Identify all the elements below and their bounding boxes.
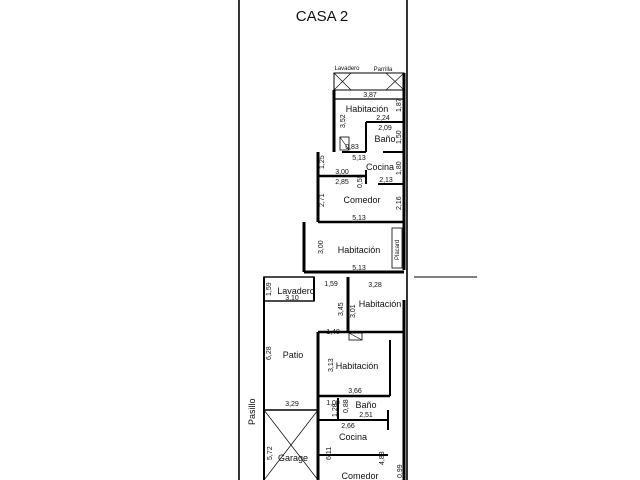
- dim-2-16: 2,16: [396, 196, 403, 210]
- walls-upper: [302, 72, 406, 274]
- dim-2-13: 2,13: [379, 177, 393, 184]
- label-parrilla: Parrilla: [374, 67, 393, 73]
- dimension-labels: 3,87 1,87 3,52 2,24 2,09 1,50 0,83 5,13 …: [266, 92, 404, 478]
- dim-5-13-a: 5,13: [352, 155, 366, 162]
- label-cocina-1: Cocina: [366, 162, 394, 172]
- label-habitacion-3: Habitación: [359, 299, 402, 309]
- dim-2-24: 2,24: [376, 115, 390, 122]
- dim-2-09: 2,09: [378, 125, 392, 132]
- label-lavadero-bottom: Lavadero: [277, 286, 315, 296]
- dim-5-13-c: 5,13: [352, 265, 366, 272]
- label-habitacion-4: Habitación: [336, 361, 379, 371]
- dim-1-59-b: 1,59: [324, 281, 338, 288]
- label-cocina-2: Cocina: [339, 432, 367, 442]
- dim-3-10: 3,10: [285, 295, 299, 302]
- dim-1-28: 1,28: [332, 403, 339, 417]
- dim-3-52: 3,52: [340, 114, 347, 128]
- dim-1-25: 1,25: [319, 155, 326, 169]
- dim-0-88: 0,88: [343, 399, 350, 413]
- plan-title: CASA 2: [296, 8, 349, 25]
- dim-2-71: 2,71: [319, 193, 326, 207]
- dim-5-13-b: 5,13: [352, 215, 366, 222]
- label-habitacion-2: Habitación: [338, 245, 381, 255]
- dim-5-72: 5,72: [267, 446, 274, 460]
- dim-1-50: 1,50: [396, 130, 403, 144]
- dim-1-00: 1,00: [326, 400, 340, 407]
- dim-3-28: 3,28: [368, 282, 382, 289]
- dim-3-00-a: 3,00: [335, 169, 349, 176]
- dim-3-45: 3,45: [338, 302, 345, 316]
- dim-3-29: 3,29: [285, 401, 299, 408]
- dim-3-13: 3,13: [328, 358, 335, 372]
- dim-1-80: 1,80: [396, 161, 403, 175]
- dim-1-40: 1,40: [326, 329, 340, 336]
- dim-0-55: 0,55: [357, 174, 364, 188]
- label-bano-1: Baño: [374, 134, 395, 144]
- dim-3-00-b: 3,00: [318, 240, 325, 254]
- walls-lower: [263, 276, 406, 480]
- dim-2-66: 2,66: [341, 423, 355, 430]
- dim-6-11: 6,11: [326, 447, 333, 460]
- dim-1-87: 1,87: [396, 98, 403, 112]
- label-habitacion-1: Habitación: [346, 104, 389, 114]
- lot-boundary: [238, 0, 408, 480]
- dim-0-99: 0,99: [397, 464, 404, 478]
- label-garage: Garage: [278, 453, 308, 463]
- dim-2-85: 2,85: [335, 179, 349, 186]
- label-patio: Patio: [283, 350, 304, 360]
- label-bano-2: Baño: [355, 400, 376, 410]
- room-labels: Lavadero Parrilla Habitación Baño Cocina…: [247, 66, 401, 480]
- dim-3-01: 3,01: [350, 304, 357, 318]
- dim-1-59-a: 1,59: [266, 282, 273, 296]
- label-comedor-2: Comedor: [341, 471, 378, 480]
- dim-2-51: 2,51: [359, 412, 373, 419]
- label-pasillo: Pasillo: [247, 398, 257, 425]
- label-placard: Placard: [395, 240, 401, 260]
- dim-4-83: 4,83: [379, 451, 386, 465]
- label-comedor-1: Comedor: [343, 195, 380, 205]
- dim-0-83: 0,83: [345, 144, 359, 151]
- dim-6-28: 6,28: [266, 346, 273, 360]
- label-lavadero-top: Lavadero: [334, 66, 360, 72]
- dim-3-87: 3,87: [363, 92, 377, 99]
- dim-3-66: 3,66: [348, 388, 362, 395]
